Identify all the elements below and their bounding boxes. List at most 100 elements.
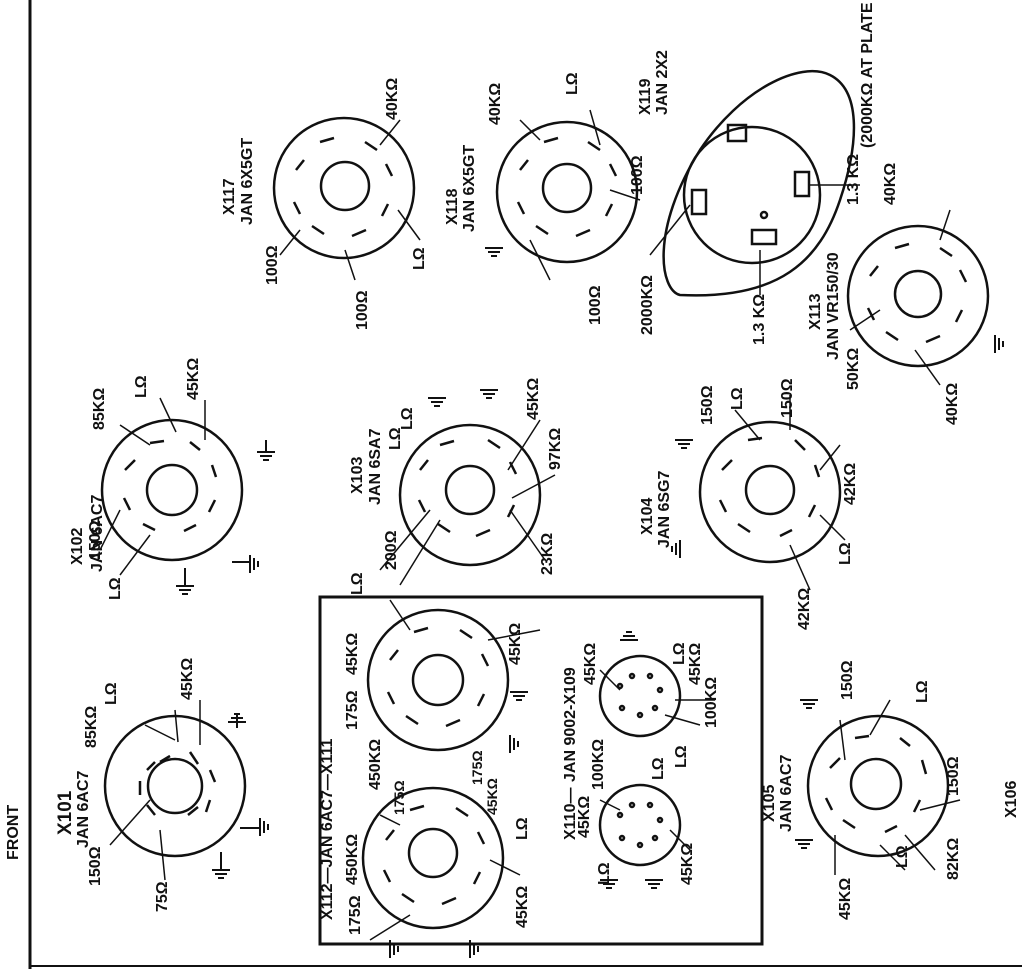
x101-pin6-value: 85KΩ [83,705,100,748]
x104-designation: X104 [639,497,656,535]
x110-value-a: 100KΩ [590,738,607,790]
x104-tube: JAN 6SG7 [656,470,673,548]
x112-pin8-value: 45KΩ [514,885,531,928]
x104-pin4-value: LΩ [729,387,746,410]
x110-value-b: LΩ [650,757,667,780]
x117-tube: JAN 6X5GT [239,137,256,225]
socket-x101 [103,714,247,858]
x101-pin3-value: 75Ω [154,881,171,912]
x109-value-a: 45KΩ [582,642,599,685]
x118-pin8-value: 40KΩ [487,82,504,125]
x103-pin8-value: LΩ [399,407,416,430]
x113-pin3-value: 40KΩ [944,382,961,425]
x105-pin4-value: LΩ [914,680,931,703]
socket-x112 [361,786,505,930]
ground-symbols [176,247,1004,958]
x101-pin7-value: LΩ [103,682,120,705]
x112-pin2-value: 175Ω [347,895,364,935]
x112-pin3-value: 450KΩ [344,833,361,885]
x102-pin7-value: LΩ [133,375,150,398]
x102-pin4-value: LΩ [107,577,124,600]
x111-pin1-value: 45KΩ [484,778,500,815]
x111-pin6-value: 45KΩ [344,632,361,675]
socket-x118 [495,120,639,264]
x102-pin6-value: 85KΩ [91,387,108,430]
x105-designation: X105 [761,784,778,822]
x103-pin5-value: 23KΩ [539,532,556,575]
x112-title: X112—JAN 6AC7—X111 [319,738,336,920]
x105-pin6-value: 82KΩ [945,837,962,880]
x101-pin8-value: 45KΩ [179,657,196,700]
x111-pin8-value: 45KΩ [507,622,524,665]
x101-tube: JAN 6AC7 [75,770,92,848]
x109-value-b: LΩ [671,642,688,665]
x102-designation: X102 [69,527,86,565]
group-box [318,595,764,946]
x103-designation: X103 [349,456,366,494]
socket-x110 [598,783,682,867]
x111-pin3-value: 175Ω [344,690,361,730]
x111-pin4-value: 450KΩ [367,738,384,790]
x105-pin7-value: LΩ [894,845,911,868]
x119-pin4-value: 1.3 KΩ [845,153,862,205]
x110-value-d: LΩ [596,862,613,885]
x117-designation: X117 [221,178,238,215]
x103-tube: JAN 6SA7 [367,428,384,505]
x103-pin3-value: 45KΩ [525,377,542,420]
x104-pin8-value: 42KΩ [796,587,813,630]
x110-value-e: 45KΩ [679,842,696,885]
x109-value-d: 100KΩ [703,676,720,728]
socket-x105 [806,714,950,858]
x119-tube: JAN 2X2 [654,50,671,115]
x109-title: JAN 9002-X109 [562,667,579,782]
socket-x104 [698,420,842,564]
x101-designation: X101 [55,790,76,835]
x102-pin5-value: 150Ω [87,520,104,560]
socket-x103 [398,423,542,567]
x112-pin4-value: 175Ω [391,780,407,815]
x119-pin2-value: 2000KΩ [639,275,656,335]
front-label: FRONT [5,804,22,860]
x118-pin3-value: 100Ω [629,155,646,195]
x117-pin8-value: 40KΩ [384,77,401,120]
x113-designation: X113 [807,293,824,330]
x113-tube: JAN VR150/30 [825,252,842,360]
socket-x119 [662,70,856,297]
socket-x111 [366,608,510,752]
x119-plate-cap-note: (2000KΩ AT PLATE CAP) [859,0,876,148]
x103-pin6-value: 200Ω [383,530,400,570]
socket-x113 [846,224,990,368]
x118-pin5-value: 100Ω [587,285,604,325]
x106-designation: X106 [1003,780,1020,818]
x111-pin7-value: LΩ [349,572,366,595]
x118-designation: X118 [444,188,461,225]
x119-pin1-value: 1.3 KΩ [751,293,768,345]
x109-value-e: LΩ [673,745,690,768]
x103-pin7-value: LΩ [387,427,404,450]
x113-pin7-value: 40KΩ [882,162,899,205]
socket-x109 [598,654,682,738]
socket-x117 [272,116,416,260]
x104-pin3-value: 150Ω [699,385,716,425]
x105-pin8-value: 45KΩ [837,877,854,920]
x111-pin2-value: 175Ω [469,750,485,785]
x105-pin5-value: 150Ω [945,756,962,796]
x119-designation: X119 [637,78,654,115]
x105-pin3-value: 150Ω [839,660,856,700]
x102-pin8-value: 45KΩ [185,357,202,400]
x118-tube: JAN 6X5GT [461,144,478,232]
leader-lines [99,109,961,941]
x105-tube: JAN 6AC7 [778,754,795,832]
x101-pin4-value: 150Ω [87,846,104,886]
x118-pin1-value: LΩ [564,72,581,95]
x113-pin5-value: 50KΩ [845,347,862,390]
x103-pin4-value: 97KΩ [547,427,564,470]
x109-value-c: 45KΩ [687,642,704,685]
x117-pin2-value: LΩ [411,247,428,270]
socket-x102 [100,418,244,562]
x110-value-c: 45KΩ [576,795,593,838]
x104-pin5-value: 150Ω [779,378,796,418]
x117-pin4-value: 100Ω [264,245,281,285]
